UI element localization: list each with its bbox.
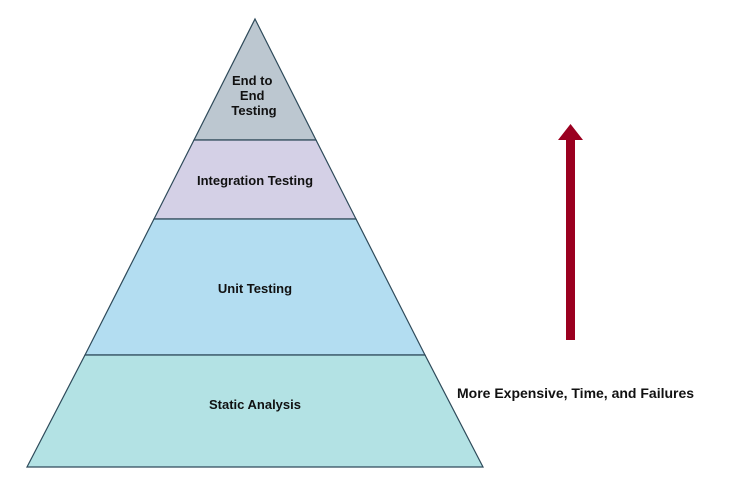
- cost-arrow-shaft: [566, 139, 575, 340]
- layer-static: Static Analysis: [26, 354, 484, 468]
- layer-unit-label: Unit Testing: [218, 281, 292, 296]
- layer-end-to-end: End to End Testing: [193, 17, 317, 141]
- layer-static-label: Static Analysis: [209, 397, 301, 412]
- pyramid: End to End Testing Integration Testing U…: [26, 17, 484, 468]
- layer-integration: Integration Testing: [153, 139, 357, 220]
- layer-static-shape: [26, 354, 484, 468]
- cost-arrow-head: [558, 124, 583, 140]
- layer-unit: Unit Testing: [84, 218, 426, 356]
- cost-caption: More Expensive, Time, and Failures: [457, 385, 694, 401]
- cost-arrow: [558, 124, 583, 340]
- layer-end-to-end-label: End to End Testing: [231, 73, 276, 118]
- layer-integration-label: Integration Testing: [197, 173, 313, 188]
